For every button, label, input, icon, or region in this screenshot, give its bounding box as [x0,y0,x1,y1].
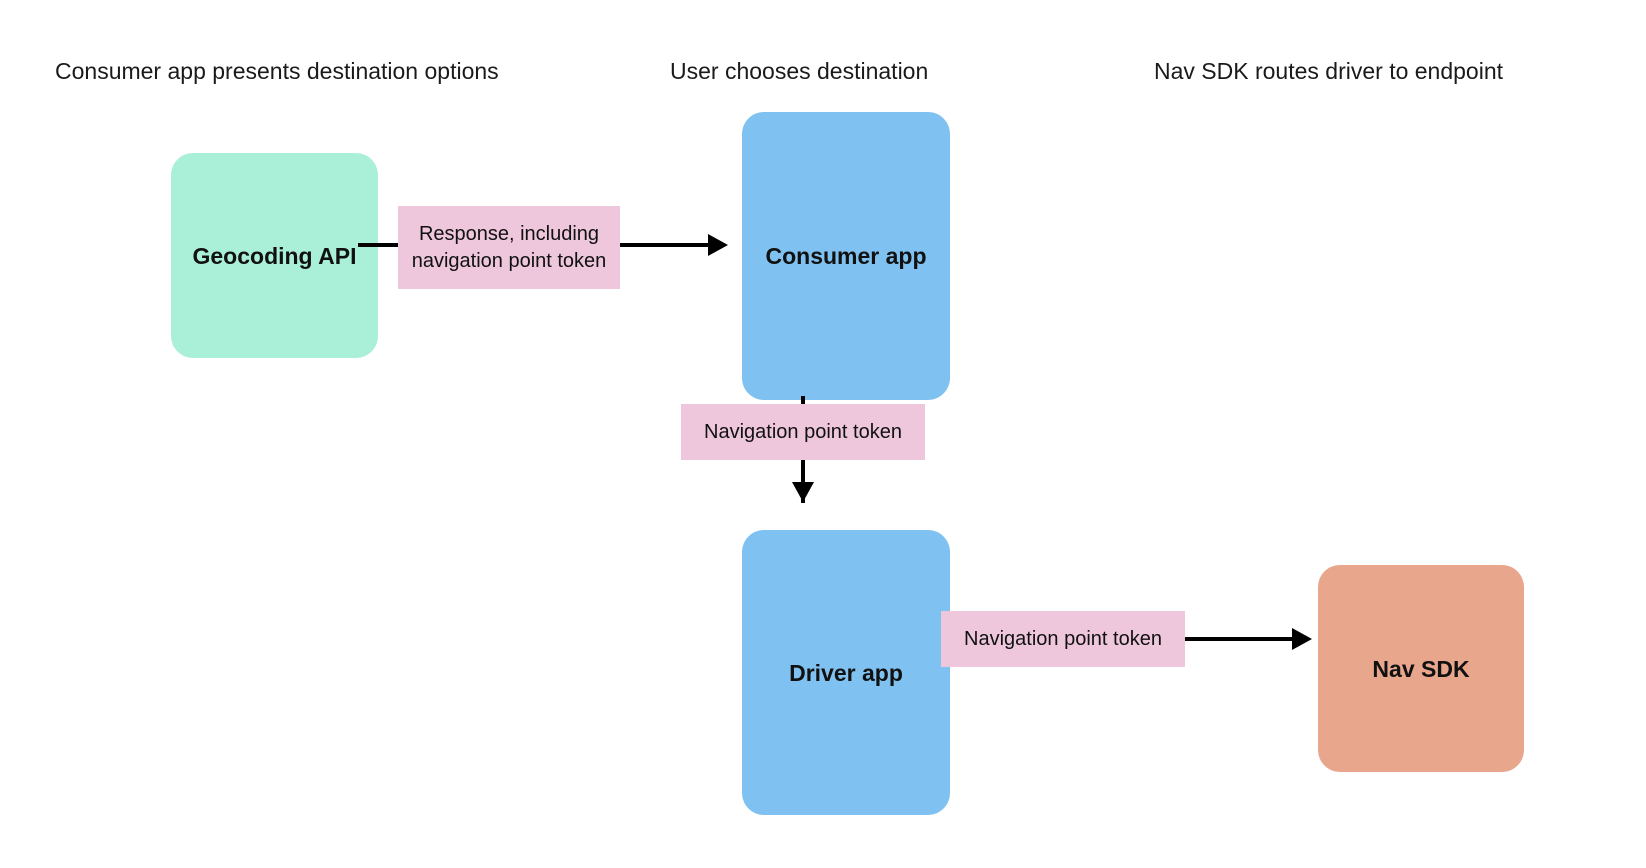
connector-label-to-nav-sdk [1179,637,1299,641]
edge-label-consumer-to-driver-text: Navigation point token [704,420,902,443]
arrowhead-right-icon-to-nav-sdk [1292,628,1312,650]
column-header-nav-sdk-routes: Nav SDK routes driver to endpoint [1154,58,1504,84]
arrowhead-down-icon-to-driver [792,482,814,502]
edge-label-driver-to-nav-sdk: Navigation point token [941,611,1185,667]
edge-label-geocoding-to-consumer: Response, including navigation point tok… [398,206,620,289]
column-header-user-chooses: User chooses destination [670,58,929,84]
node-driver-app-label: Driver app [789,659,903,686]
connector-geocoding-to-label [358,243,404,247]
connector-label-to-driver [801,455,805,503]
node-nav-sdk-label: Nav SDK [1372,655,1470,682]
edge-label-driver-to-nav-sdk-text: Navigation point token [964,627,1162,650]
node-geocoding-api[interactable]: Geocoding API [171,153,378,358]
node-consumer-app[interactable]: Consumer app [742,112,950,400]
node-driver-app[interactable]: Driver app [742,530,950,815]
node-geocoding-api-label: Geocoding API [192,242,357,269]
edge-label-geocoding-to-consumer-text: Response, including navigation point tok… [411,222,607,272]
edge-label-consumer-to-driver: Navigation point token [681,404,925,460]
node-nav-sdk[interactable]: Nav SDK [1318,565,1524,772]
connector-label-to-consumer [614,243,716,247]
arrowhead-right-icon-to-consumer [708,234,728,256]
column-header-consumer-options: Consumer app presents destination option… [55,58,499,84]
node-consumer-app-label: Consumer app [765,243,927,269]
